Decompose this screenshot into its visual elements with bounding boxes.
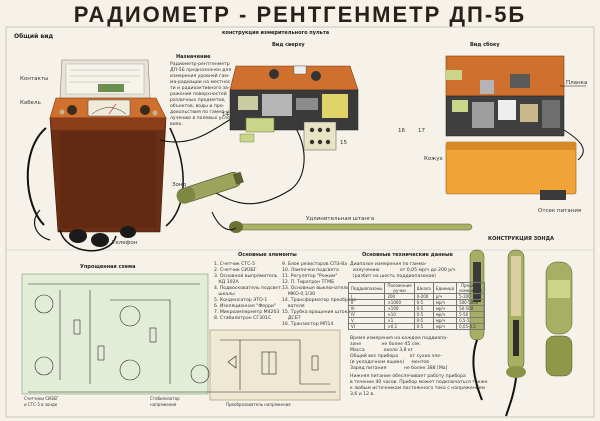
main-element-item: 12. П. Тиратрон ТГМБ [282, 280, 335, 285]
label-otsek-pitaniya: Отсек питания [538, 208, 582, 214]
section-panel-construction: конструкция измерительного пульта [222, 30, 330, 36]
page-title: РАДИОМЕТР - РЕНТГЕНМЕТР ДП-5Б [73, 2, 527, 27]
label-17: 17 [418, 128, 425, 134]
top-view-drawing [229, 65, 359, 151]
main-element-item: ДСБТ [282, 316, 301, 321]
simplified-circuit-drawing [21, 273, 341, 401]
spec-table-cell: VI [347, 323, 386, 330]
label-kontakty: Контакты [20, 76, 49, 82]
section-top-view: Вид сверху [272, 42, 305, 48]
section-specs: Основные технические данные [362, 252, 453, 258]
main-element-item: шкалы [214, 292, 235, 297]
main-element-item: 14. Трансформатор преобразо- [282, 298, 358, 303]
main-element-item: 3. Основной выпрямитель [214, 274, 278, 279]
label-kabel: Кабель [20, 100, 41, 106]
label-zond: Зонд [172, 182, 187, 188]
section-simplified-circuit: Упрощенная схема [80, 264, 136, 270]
spec-table-header-cell: Поддиапазоны [347, 282, 386, 294]
section-side-view: Вид сбоку [470, 42, 500, 48]
side-view-drawing [445, 55, 586, 200]
label-ushtanga: Удлинительная штанга [306, 216, 375, 222]
main-element-item: 8. Стабилитрон СГ301С [214, 316, 272, 321]
main-element-item: 4. Подвоскователь подсвет. [214, 286, 283, 291]
main-element-item: 6. Изоляционная "Ферри" [214, 304, 277, 309]
main-element-item: 1. Счетчик СТС-5 [214, 262, 256, 267]
spec-table-cell: 0,05-0,5 [456, 323, 485, 330]
main-element-item: вателя [282, 304, 305, 309]
section-probe-construction: КОНСТРУКЦИЯ ЗОНДА [488, 236, 554, 242]
spec-range-text: Диапазон измерения по гамма- излучению о… [350, 262, 456, 279]
main-element-item: МКО-0,1/30 [282, 292, 316, 297]
spec-table-header-cell: Положение ручки [384, 282, 415, 294]
general-view-drawing [26, 59, 473, 252]
spec-table-header-cell: Шкала [413, 282, 434, 294]
main-element-item: 16. Транзистор МП14 [282, 322, 334, 327]
label-16: 16 [398, 128, 405, 134]
purpose-text: Радиометр-рентгенметр ДП-5Б предназначен… [170, 62, 234, 127]
label-14: 14 [222, 112, 229, 118]
label-telefon: Телефон [112, 240, 138, 246]
main-element-item: 11. Регулятор "Режим" [282, 274, 338, 279]
spec-extra-text: Время измерения на каждом поддиапа- зоне… [350, 336, 448, 371]
main-element-item: 9. Блок резисторов СП3-8а [282, 262, 348, 267]
section-general-view: Общий вид [14, 33, 54, 40]
main-element-item: 10. Лампочки подсвета [282, 268, 339, 273]
section-main-elements: Основные элементы [238, 252, 297, 258]
spec-table-cell: мр/ч [432, 323, 458, 330]
circuit-label-counter: Счетчики СИ3БГ и СТС-5 в зонде [24, 396, 59, 407]
circuit-label-stabilizer: Стабилизатор напряжения [150, 396, 180, 407]
spec-table-cell: ×0,1 [384, 323, 415, 330]
label-planka: Планка [566, 80, 588, 86]
main-element-item: 2. Счетчик СИ3БГ [214, 268, 257, 273]
circuit-label-converter: Преобразователь напряжения [226, 402, 291, 407]
spec-table-header-cell: Пределы измерения [456, 282, 485, 294]
main-element-item: 5. Конденсатор ЭТО-1 [214, 298, 268, 303]
label-15: 15 [340, 140, 347, 146]
spec-table-cell: 0-5 [413, 323, 434, 330]
purpose-heading: Назначение [176, 54, 211, 60]
label-kozhuh: Кожух [424, 156, 443, 162]
main-element-item: КД 102А [214, 280, 239, 285]
main-element-item: 15. Трубка вращения штока [282, 310, 351, 315]
spec-footer-text: Нижняя питание обеспечивает работу прибо… [350, 374, 488, 397]
spec-table-header-cell: Единица [432, 282, 458, 294]
main-element-item: 7. Микроамперметр М4203 [214, 310, 280, 315]
main-element-item: 13. Основные выключатели [282, 286, 350, 291]
